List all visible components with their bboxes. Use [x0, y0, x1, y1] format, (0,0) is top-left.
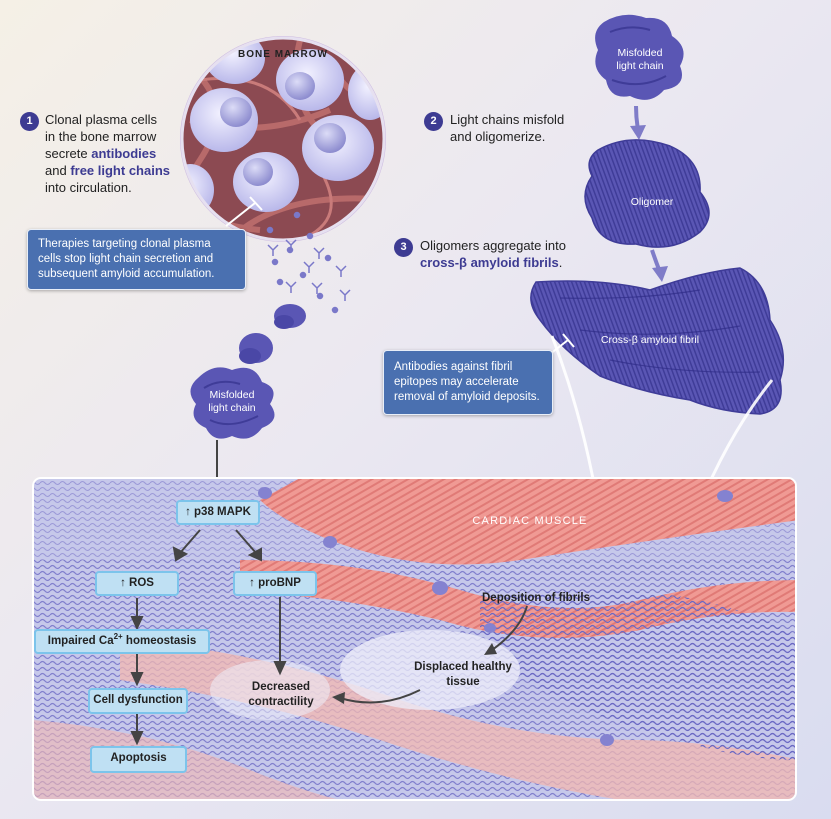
- misfolded-clumps: [239, 304, 306, 364]
- bone-marrow-illustration: [180, 36, 386, 242]
- step-1-line: secrete antibodies: [45, 145, 170, 162]
- step-1-line: and free light chains: [45, 162, 170, 179]
- plasma-cell: [348, 64, 384, 120]
- misfolded-light-chain-top: [595, 14, 684, 100]
- antibody-callout-line: removal of amyloid deposits.: [394, 391, 540, 403]
- bone-marrow-label: BONE MARROW: [238, 49, 328, 60]
- cardiac-muscle-label: CARDIAC MUSCLE: [472, 515, 587, 527]
- ros-box: ↑ ROS: [95, 571, 179, 596]
- displaced-tissue-label: Displaced healthy tissue: [408, 660, 518, 690]
- oligomer-structure: [584, 139, 710, 248]
- decreased-line: contractility: [248, 696, 314, 708]
- step-1-text-span: secrete: [45, 146, 92, 161]
- therapy-inhibitor-line: [225, 196, 263, 227]
- step-1-line: in the bone marrow: [45, 129, 157, 144]
- antibodies-highlight: antibodies: [91, 146, 157, 161]
- secreted-proteins: [266, 211, 351, 314]
- step-2-line: Light chains misfold: [450, 112, 565, 127]
- calcium-superscript: 2+: [113, 632, 123, 642]
- plasma-cell: [190, 88, 258, 152]
- misfolded-top-label-2: light chain: [616, 60, 663, 72]
- displaced-line: tissue: [446, 676, 480, 688]
- step-2-badge: 2: [424, 112, 443, 131]
- step-1-text-span: and: [45, 163, 71, 178]
- calcium-text: Impaired Ca: [47, 635, 114, 647]
- step-3-text-span: .: [558, 255, 563, 270]
- therapy-callout-line: Therapies targeting clonal plasma: [38, 238, 211, 250]
- apoptosis-box: Apoptosis: [90, 746, 187, 773]
- fibrils-highlight: cross-β amyloid fibrils: [420, 255, 559, 270]
- therapy-callout: Therapies targeting clonal plasma cells …: [27, 229, 246, 290]
- amyloid-fibril-structure: [530, 267, 785, 415]
- deposition-label: Deposition of fibrils: [482, 592, 590, 604]
- plasma-cell: [302, 115, 374, 181]
- pathway-arrows: [130, 529, 287, 746]
- therapy-callout-line: subsequent amyloid accumulation.: [38, 268, 215, 280]
- therapy-callout-line: cells stop light chain secretion and: [38, 253, 214, 265]
- antibody-callout-line: Antibodies against fibril: [394, 361, 513, 373]
- antibody-callout: Antibodies against fibril epitopes may a…: [383, 350, 553, 415]
- step-3-line: cross-β amyloid fibrils.: [420, 254, 566, 271]
- step-2-line: and oligomerize.: [450, 129, 546, 144]
- misfolded-top-label-1: Misfolded: [618, 47, 663, 59]
- arrow-to-oligomer: [630, 105, 646, 140]
- step-3-text: Oligomers aggregate into cross-β amyloid…: [420, 237, 566, 271]
- step-1-line: into circulation.: [45, 180, 132, 195]
- tissue-arrows: [332, 605, 528, 704]
- plasma-cell: [276, 49, 344, 111]
- step-1-badge: 1: [20, 112, 39, 131]
- step-3-badge: 3: [394, 238, 413, 257]
- misfolded-left-label-1: Misfolded: [210, 389, 255, 401]
- misfolded-light-chain-left: [190, 367, 275, 439]
- plasma-cell: [233, 152, 299, 212]
- misfolded-left-label-2: light chain: [208, 402, 255, 414]
- step-3-line: Oligomers aggregate into: [420, 238, 566, 253]
- oligomer-label: Oligomer: [631, 196, 674, 208]
- cell-dysfunction-box: Cell dysfunction: [88, 688, 188, 714]
- light-chains-highlight: free light chains: [70, 163, 171, 178]
- calcium-text: homeostasis: [122, 635, 197, 647]
- p38-mapk-box: ↑ p38 MAPK: [176, 500, 260, 525]
- step-2-text: Light chains misfold and oligomerize.: [450, 111, 564, 145]
- step-1-text: Clonal plasma cells in the bone marrow s…: [45, 111, 170, 196]
- arrow-to-fibril: [650, 249, 668, 282]
- antibody-callout-line: epitopes may accelerate: [394, 376, 519, 388]
- step-1-line: Clonal plasma cells: [45, 112, 157, 127]
- probnp-box: ↑ proBNP: [233, 571, 317, 596]
- displaced-line: Displaced healthy: [414, 661, 512, 673]
- decreased-contractility-label: Decreased contractility: [236, 680, 326, 710]
- calcium-homeostasis-box: Impaired Ca2+ homeostasis: [34, 629, 210, 654]
- decreased-line: Decreased: [251, 681, 311, 693]
- fibril-label: Cross-β amyloid fibril: [601, 334, 699, 346]
